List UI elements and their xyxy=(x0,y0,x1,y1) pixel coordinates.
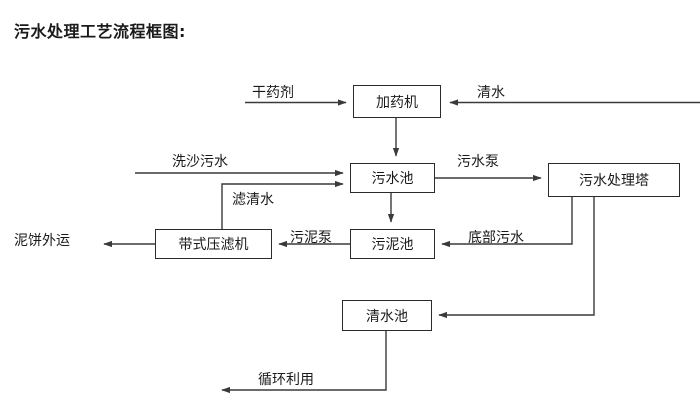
wire-clearwater-to-recycle xyxy=(221,331,387,394)
edge-label-clean-water: 清水 xyxy=(477,85,505,101)
node-sludge-pool[interactable]: 污泥池 xyxy=(350,229,435,259)
edge-label-dry-agent: 干药剂 xyxy=(252,85,294,101)
edge-label-recycle-use: 循环利用 xyxy=(258,372,314,388)
node-dosing-machine[interactable]: 加药机 xyxy=(353,85,441,118)
node-label: 带式压滤机 xyxy=(178,237,249,253)
node-label: 清水池 xyxy=(366,308,408,325)
wire-tower-to-sludge-pool xyxy=(441,197,573,248)
edge-label-bottom-sewage: 底部污水 xyxy=(468,230,524,246)
node-label: 污泥池 xyxy=(371,237,414,253)
node-label: 加药机 xyxy=(376,94,418,111)
edge-label-sand-wash-water: 洗沙污水 xyxy=(172,154,228,170)
edge-label-sewage-pump: 污水泵 xyxy=(457,154,499,170)
node-clearwater-pool[interactable]: 清水池 xyxy=(342,300,432,331)
node-belt-filter-press[interactable]: 带式压滤机 xyxy=(155,229,272,259)
node-label: 污水池 xyxy=(371,171,414,187)
node-sewage-pool[interactable]: 污水池 xyxy=(350,163,435,193)
node-label: 污水处理塔 xyxy=(579,173,649,189)
wire-tower-to-clearwater-pool xyxy=(438,197,595,319)
page-title: 污水处理工艺流程框图: xyxy=(14,22,186,41)
terminal-label-mud-cake-transport: 泥饼外运 xyxy=(14,233,70,249)
edge-label-sludge-pump: 污泥泵 xyxy=(290,230,332,246)
node-treatment-tower[interactable]: 污水处理塔 xyxy=(548,163,680,197)
edge-label-filtrate: 滤清水 xyxy=(232,192,274,208)
wire-filtrate-to-sewage-pool xyxy=(221,180,344,229)
